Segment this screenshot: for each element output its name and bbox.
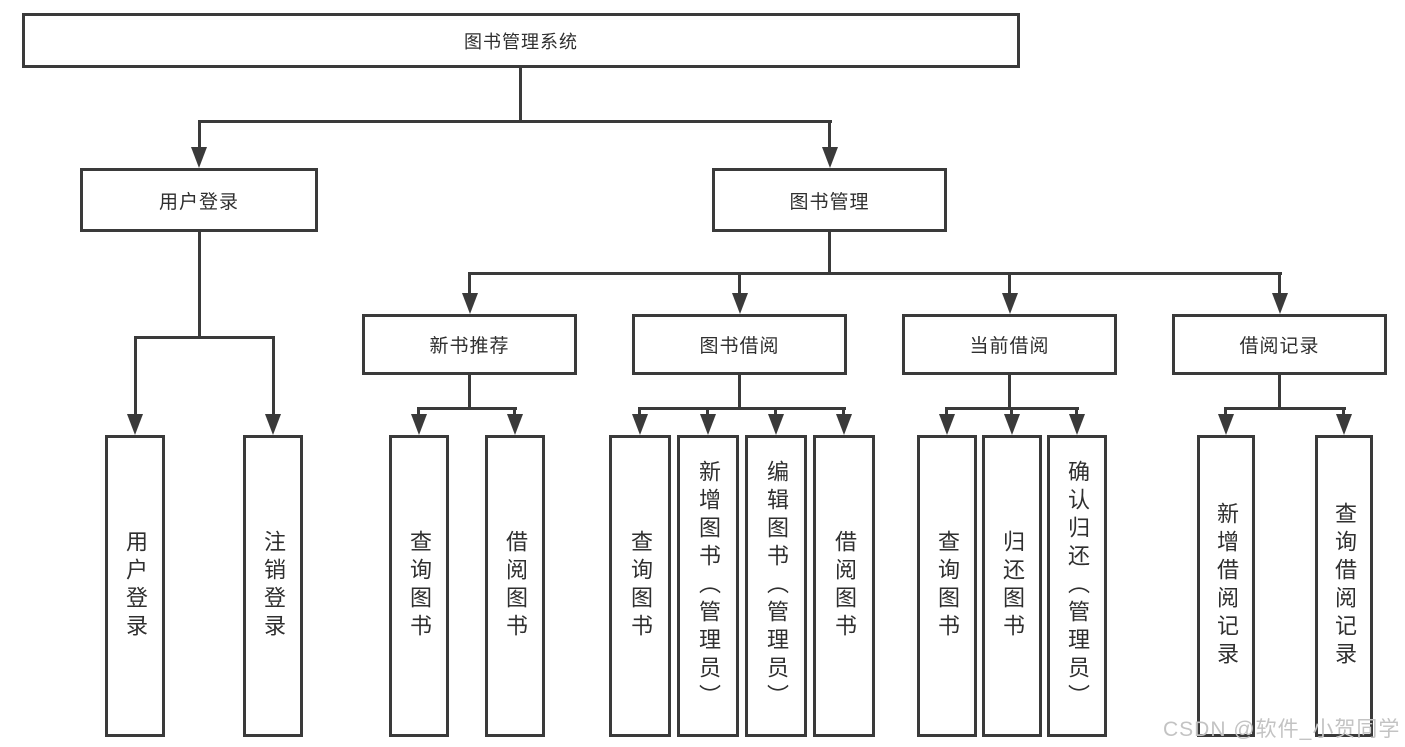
connector-stem [1010,407,1013,415]
arrowhead-down-icon [768,414,784,435]
leaf-label: 注销登录 [261,530,286,642]
node-book-management: 图书管理 [712,168,947,232]
leaf-query-books-borrowing: 查询图书 [609,435,671,737]
arrowhead-down-icon [732,293,748,314]
connector-stem [468,272,471,293]
connector-records-trunk [1278,375,1281,407]
connector-stem [1224,407,1227,415]
connector-stem [272,336,275,414]
node-label: 新书推荐 [429,336,510,357]
connector-stem [738,272,741,293]
node-label: 图书借阅 [699,336,780,357]
connector-stem [134,336,137,414]
arrowhead-down-icon [836,414,852,435]
leaf-label: 新增借阅记录 [1214,502,1239,670]
connector-stem [198,120,201,147]
connector-stem [828,120,831,147]
connector-stem [417,407,420,415]
connector-user-login-trunk [198,232,201,336]
connector-borrowing-bar [638,407,846,410]
arrowhead-down-icon [1336,414,1352,435]
connector-stem [1008,272,1011,293]
arrowhead-down-icon [507,414,523,435]
connector-stem [842,407,845,415]
connector-root-trunk [519,68,522,120]
node-library-management-system: 图书管理系统 [22,13,1020,68]
csdn-watermark: CSDN @软件_小贺同学 [1163,718,1401,741]
connector-borrowing-trunk [738,375,741,407]
arrowhead-down-icon [462,293,478,314]
connector-stem [774,407,777,415]
leaf-logout: 注销登录 [243,435,303,737]
arrowhead-down-icon [411,414,427,435]
arrowhead-down-icon [265,414,281,435]
node-label: 当前借阅 [969,336,1050,357]
connector-new-books-bar [417,407,517,410]
arrowhead-down-icon [1069,414,1085,435]
leaf-label: 用户登录 [123,530,148,642]
leaf-query-borrow-record: 查询借阅记录 [1315,435,1373,737]
node-new-book-recommendation: 新书推荐 [362,314,577,375]
connector-book-mgmt-bar [468,272,1282,275]
node-label: 图书管理 [789,191,870,213]
connector-stem [513,407,516,415]
leaf-label: 查询图书 [935,530,960,642]
leaf-add-borrow-record: 新增借阅记录 [1197,435,1255,737]
leaf-borrow-books-recommend: 借阅图书 [485,435,545,737]
node-user-login: 用户登录 [80,168,318,232]
arrowhead-down-icon [632,414,648,435]
leaf-return-books: 归还图书 [982,435,1042,737]
leaf-edit-book-admin: 编辑图书（管理员） [745,435,807,737]
connector-stem [638,407,641,415]
connector-current-trunk [1008,375,1011,407]
arrowhead-down-icon [822,147,838,168]
arrowhead-down-icon [1218,414,1234,435]
node-label: 图书管理系统 [464,31,578,52]
arrowhead-down-icon [1002,293,1018,314]
connector-stem [1278,272,1281,293]
leaf-label: 新增图书（管理员） [696,460,721,712]
leaf-label: 归还图书 [1000,530,1025,642]
leaf-borrow-books: 借阅图书 [813,435,875,737]
leaf-label: 编辑图书（管理员） [764,460,789,712]
leaf-label: 查询图书 [628,530,653,642]
node-label: 用户登录 [158,191,239,213]
leaf-confirm-return-admin: 确认归还（管理员） [1047,435,1107,737]
connector-user-login-bar [134,336,275,339]
arrowhead-down-icon [1004,414,1020,435]
node-current-borrowing: 当前借阅 [902,314,1117,375]
leaf-label: 确认归还（管理员） [1065,460,1090,712]
leaf-label: 借阅图书 [832,530,857,642]
node-borrowing-records: 借阅记录 [1172,314,1387,375]
leaf-label: 借阅图书 [503,530,528,642]
connector-records-bar [1224,407,1346,410]
arrowhead-down-icon [127,414,143,435]
connector-stem [1075,407,1078,415]
connector-stem [1342,407,1345,415]
connector-stem [945,407,948,415]
connector-new-books-trunk [468,375,471,407]
arrowhead-down-icon [191,147,207,168]
leaf-user-login: 用户登录 [105,435,165,737]
arrowhead-down-icon [1272,293,1288,314]
arrowhead-down-icon [700,414,716,435]
leaf-query-books-recommend: 查询图书 [389,435,449,737]
leaf-add-book-admin: 新增图书（管理员） [677,435,739,737]
connector-root-bar [198,120,832,123]
leaf-query-books-current: 查询图书 [917,435,977,737]
node-label: 借阅记录 [1239,336,1320,357]
connector-stem [706,407,709,415]
leaf-label: 查询借阅记录 [1332,502,1357,670]
leaf-label: 查询图书 [407,530,432,642]
arrowhead-down-icon [939,414,955,435]
node-book-borrowing: 图书借阅 [632,314,847,375]
connector-book-mgmt-trunk [828,232,831,272]
